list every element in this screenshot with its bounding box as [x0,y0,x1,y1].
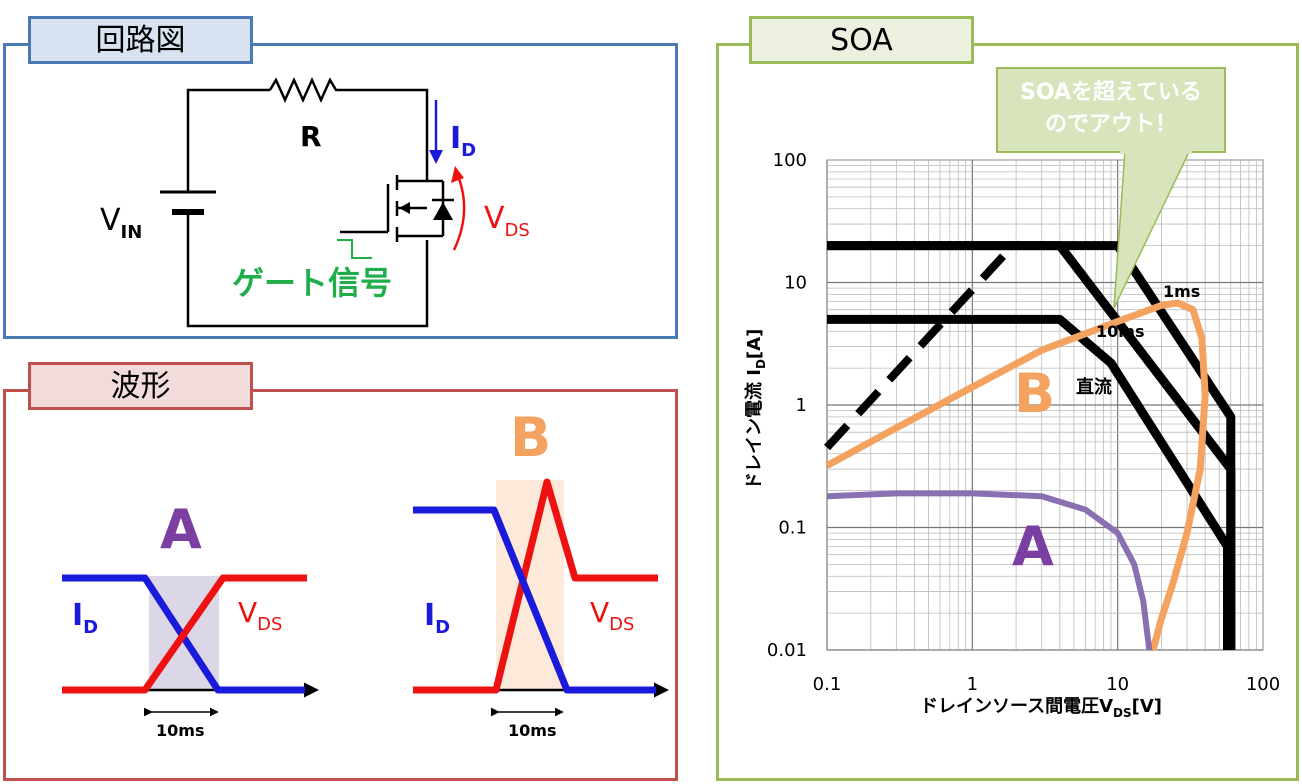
vin-label: VIN [100,203,142,243]
label-dc: 直流 [1076,376,1112,398]
curve-a-label: A [1012,515,1054,578]
y-tick-label: 10 [784,273,807,294]
callout-line2: のでアウト！ [1045,112,1177,137]
waveform-a-duration: 10ms [156,721,204,740]
label-10ms: 10ms [1096,322,1144,341]
waveform-a-label: A [160,498,202,561]
gate-step-icon [337,239,372,259]
x-tick-label: 0.1 [813,674,842,695]
circuit-panel [3,43,678,339]
soa-title: SOA [749,16,974,64]
waveform-b-duration: 10ms [508,721,556,740]
curve-a-line [826,490,1153,651]
diode-symbol [433,202,453,220]
resistor-symbol [268,76,340,104]
x-axis-label: ドレインソース間電圧VDS[V] [920,696,1162,720]
y-axis-label: ドレイン電流 ID[A] [743,329,768,490]
circuit-title: 回路図 [28,16,253,64]
waveform-b-vds-label: VDS [590,596,634,635]
vds-label: VDS [484,201,530,241]
mosfet-arrow [399,202,410,214]
waveform-panel [3,389,678,781]
id-label: ID [450,121,476,161]
waveform-a-vds-label: VDS [238,596,282,635]
waveform-a-id-label: ID [72,598,98,638]
soa-series [824,241,1236,651]
callout-box [996,67,1226,153]
waveform-b-label: B [510,406,551,469]
y-tick-label: 100 [773,150,807,171]
curve-b-line [825,299,1209,651]
y-tick-label: 1 [796,395,807,416]
waveform-title: 波形 [28,362,253,410]
waveform-b-vds [413,478,658,694]
resistor-label: R [300,120,322,153]
soa-ticks: 0.1 1 10 100 100 10 1 0.1 0.01 [767,150,1280,695]
circuit-wires [186,88,445,328]
soa-dc-line [827,314,1232,650]
x-tick-label: 1 [967,674,978,695]
id-arrow-icon [429,150,443,164]
x-tick-label: 10 [1106,674,1129,695]
vds-arrow-icon [451,166,464,183]
y-tick-label: 0.1 [778,518,807,539]
callout-line1: SOAを超えている [1020,80,1202,105]
y-tick-label: 0.01 [767,640,807,661]
waveform-a-vds [62,574,307,694]
label-1ms: 1ms [1163,282,1200,301]
x-tick-label: 100 [1246,674,1280,695]
gate-label: ゲート信号 [232,264,392,302]
curve-b-label: B [1014,362,1055,425]
waveform-b-id [413,506,656,694]
waveform-b-id-label: ID [424,598,450,638]
